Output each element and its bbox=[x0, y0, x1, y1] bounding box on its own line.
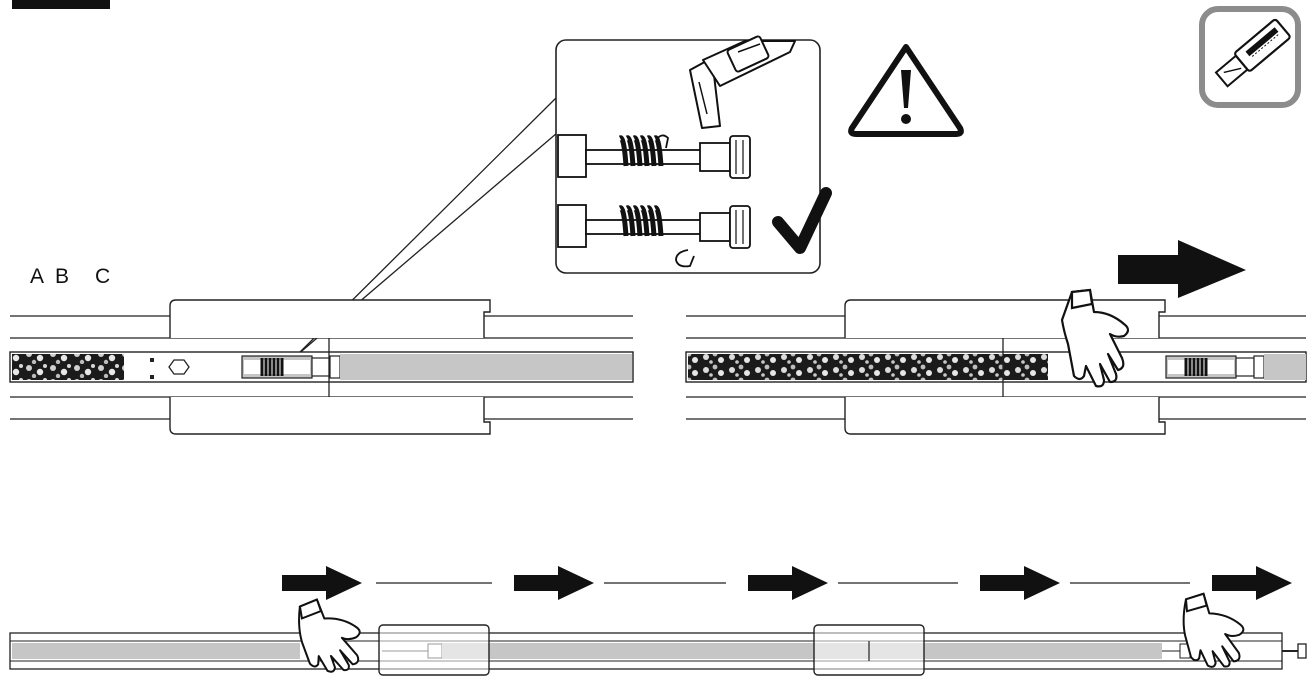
checkmark-icon bbox=[772, 187, 832, 254]
label-b: B bbox=[55, 265, 70, 288]
glove-hand-icon bbox=[298, 598, 361, 673]
rail-panel-left bbox=[9, 299, 634, 435]
arrow-right-icon bbox=[980, 566, 1060, 600]
rail-panel-right bbox=[685, 299, 1307, 435]
glove-hand-icon bbox=[1182, 592, 1245, 668]
utility-knife-badge bbox=[1199, 6, 1301, 108]
spring-clip-icon bbox=[675, 249, 695, 268]
spring-clip-icon bbox=[655, 134, 669, 149]
label-a: A bbox=[30, 265, 45, 288]
warning-triangle-icon bbox=[848, 44, 964, 137]
arrow-right-icon bbox=[1118, 240, 1246, 298]
arrow-right-icon bbox=[514, 566, 594, 600]
arrow-right-icon bbox=[1212, 566, 1292, 600]
rail-bottom bbox=[9, 582, 1307, 676]
detail-spring-assembly-after bbox=[557, 204, 751, 268]
label-c: C bbox=[95, 265, 111, 288]
arrow-right-icon bbox=[748, 566, 828, 600]
arrow-right-icon bbox=[282, 566, 362, 600]
utility-knife-icon bbox=[689, 35, 796, 129]
detail-spring-assembly-before bbox=[557, 134, 751, 179]
header-tab bbox=[12, 0, 110, 9]
glove-hand-icon bbox=[1060, 288, 1130, 388]
